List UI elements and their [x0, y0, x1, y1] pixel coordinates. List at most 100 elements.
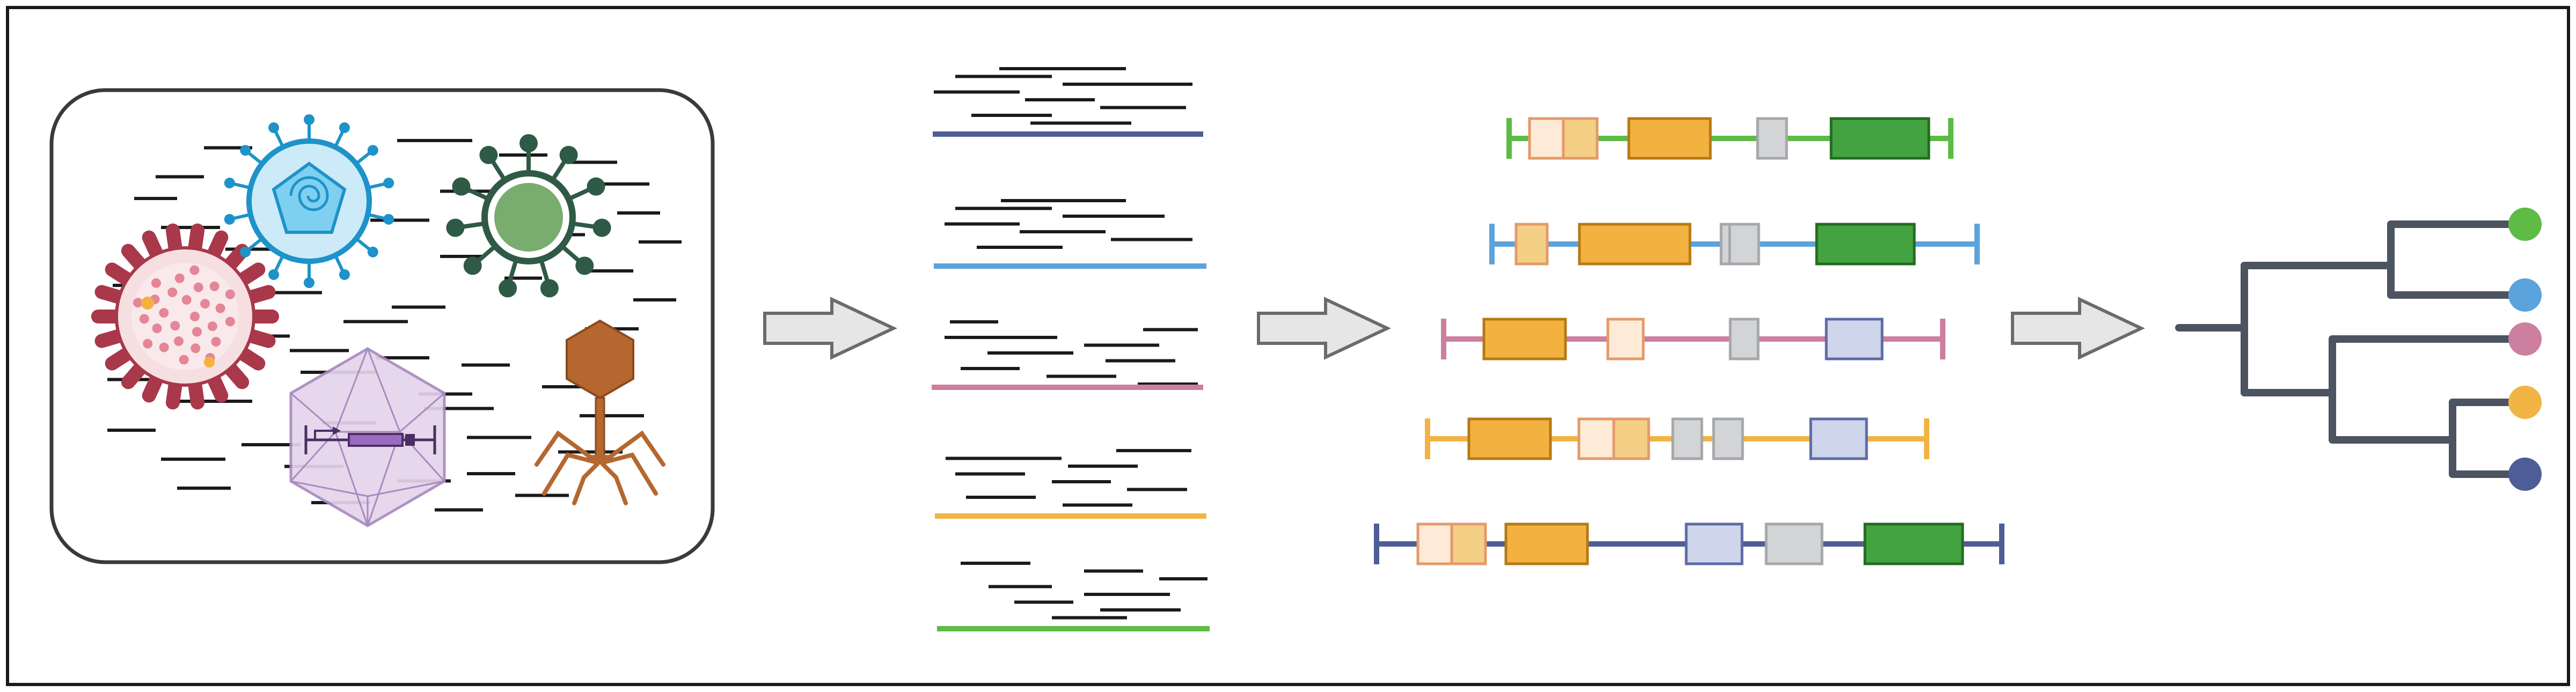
- virus-spike-tip: [383, 178, 394, 189]
- coronavirus-surface-protein: [174, 273, 185, 283]
- coronavirus-surface-protein: [211, 336, 221, 347]
- coronavirus-surface-protein: [133, 298, 143, 308]
- contig-navy: [933, 67, 1203, 137]
- coronavirus-surface-protein: [159, 342, 169, 352]
- gene-block: [1627, 117, 1712, 160]
- coronavirus-surface-protein: [191, 343, 201, 354]
- gene-block: [1467, 417, 1552, 460]
- gene-block: [1719, 223, 1760, 266]
- virus-spike-tip: [367, 145, 378, 156]
- virus-spike-tip: [304, 277, 314, 288]
- assembled-contigs-panel: [932, 67, 1210, 631]
- coronavirus-surface-protein: [215, 303, 225, 313]
- virus-spike-tip: [499, 279, 517, 298]
- gene-block: [1863, 522, 1964, 565]
- gene-block: [1606, 318, 1645, 360]
- coronavirus-surface-protein: [192, 327, 202, 337]
- contig-pink: [932, 320, 1203, 390]
- contig-blue: [934, 199, 1206, 269]
- coronavirus-surface-protein: [159, 308, 169, 318]
- tree-tip-blue: [2508, 278, 2542, 312]
- virus-spike-tip: [592, 218, 611, 237]
- virus-spike-tip: [224, 214, 235, 225]
- tree-tip-navy: [2508, 458, 2542, 491]
- construct-icon: [304, 425, 436, 454]
- virus-spike-tip: [240, 246, 251, 257]
- gene-block: [1729, 318, 1760, 360]
- gene-block: [1514, 223, 1549, 266]
- genome-navy: [1374, 522, 2004, 565]
- flow-arrows: [763, 297, 2146, 360]
- coronavirus-surface-protein: [200, 299, 210, 309]
- virus-spike-tip: [339, 122, 350, 134]
- virus-spike-tip: [383, 214, 394, 225]
- capsid-icon: [289, 346, 446, 527]
- gene-block: [1482, 318, 1567, 360]
- virus-spike-tip: [587, 177, 605, 196]
- virus-spike-tip: [240, 145, 251, 156]
- gene-block: [1815, 223, 1916, 266]
- gene-block: [1578, 223, 1692, 266]
- tree-tip-yellow: [2508, 386, 2542, 419]
- gene-block: [1504, 522, 1589, 565]
- gene-block: [1577, 417, 1615, 460]
- gene-block: [1829, 117, 1930, 160]
- virus-spike-tip: [540, 279, 559, 298]
- tree-tip-green: [2508, 208, 2542, 241]
- virus-spike-tip: [367, 246, 378, 257]
- coronavirus-surface-protein: [189, 265, 200, 275]
- virus-spike-tip: [479, 145, 498, 164]
- coronavirus-surface-protein: [152, 323, 162, 334]
- genome-blue: [1489, 223, 1980, 266]
- gene-block: [1528, 117, 1565, 160]
- genome-pink: [1441, 318, 1945, 360]
- gene-block: [1671, 417, 1703, 460]
- virus-spike-tip: [268, 269, 280, 280]
- coronavirus-surface-protein: [225, 316, 235, 327]
- coronavirus-surface-protein: [143, 338, 153, 349]
- gene-block: [1685, 522, 1744, 565]
- virus-spike-tip: [339, 269, 350, 280]
- coronavirus-surface-protein: [151, 278, 161, 288]
- enveloped-virus-icon: [224, 114, 394, 288]
- contig-yellow: [935, 449, 1206, 519]
- coronavirus-surface-protein: [207, 321, 217, 332]
- coronavirus-surface-protein: [209, 281, 219, 291]
- coronavirus-surface-protein: [193, 282, 203, 292]
- bacteriophage-icon: [535, 319, 665, 505]
- coronavirus-surface-protein: [170, 321, 180, 331]
- virus-spike-tip: [519, 134, 538, 152]
- coronavirus-surface-protein: [190, 312, 200, 321]
- gene-block: [1756, 117, 1788, 160]
- virus-spike-tip: [446, 218, 465, 237]
- phylogenetic-tree-panel: [2175, 208, 2542, 491]
- contig-green: [937, 562, 1210, 631]
- virus-spike-tip: [559, 145, 578, 164]
- right-arrow-icon: [2011, 297, 2146, 360]
- genome-yellow: [1425, 417, 1929, 460]
- coronavirus-surface-protein: [173, 336, 184, 347]
- gene-block: [1712, 417, 1744, 460]
- coronavirus-surface-protein: [167, 287, 178, 297]
- gene-block: [1450, 522, 1487, 565]
- coronavirus-surface-protein: [225, 289, 235, 299]
- gene-block: [1809, 417, 1868, 460]
- green-virus-icon: [446, 134, 611, 298]
- coronavirus-surface-protein: [179, 355, 189, 365]
- gene-block: [1765, 522, 1824, 565]
- coronavirus-icon: [91, 223, 279, 410]
- virus-spike-tip: [304, 114, 314, 125]
- virus-spike-tip: [452, 177, 471, 196]
- virus-spike-tip: [224, 178, 235, 189]
- right-arrow-icon: [1257, 297, 1392, 360]
- gene-block: [1612, 417, 1650, 460]
- virus-spike-tip: [268, 122, 280, 134]
- coronavirus-surface-protein: [139, 314, 149, 324]
- right-arrow-icon: [763, 297, 898, 360]
- gene-block: [1825, 318, 1884, 360]
- virus-spike-tip: [575, 256, 594, 275]
- coronavirus-surface-protein: [181, 295, 192, 305]
- virus-spike-tip: [463, 256, 482, 275]
